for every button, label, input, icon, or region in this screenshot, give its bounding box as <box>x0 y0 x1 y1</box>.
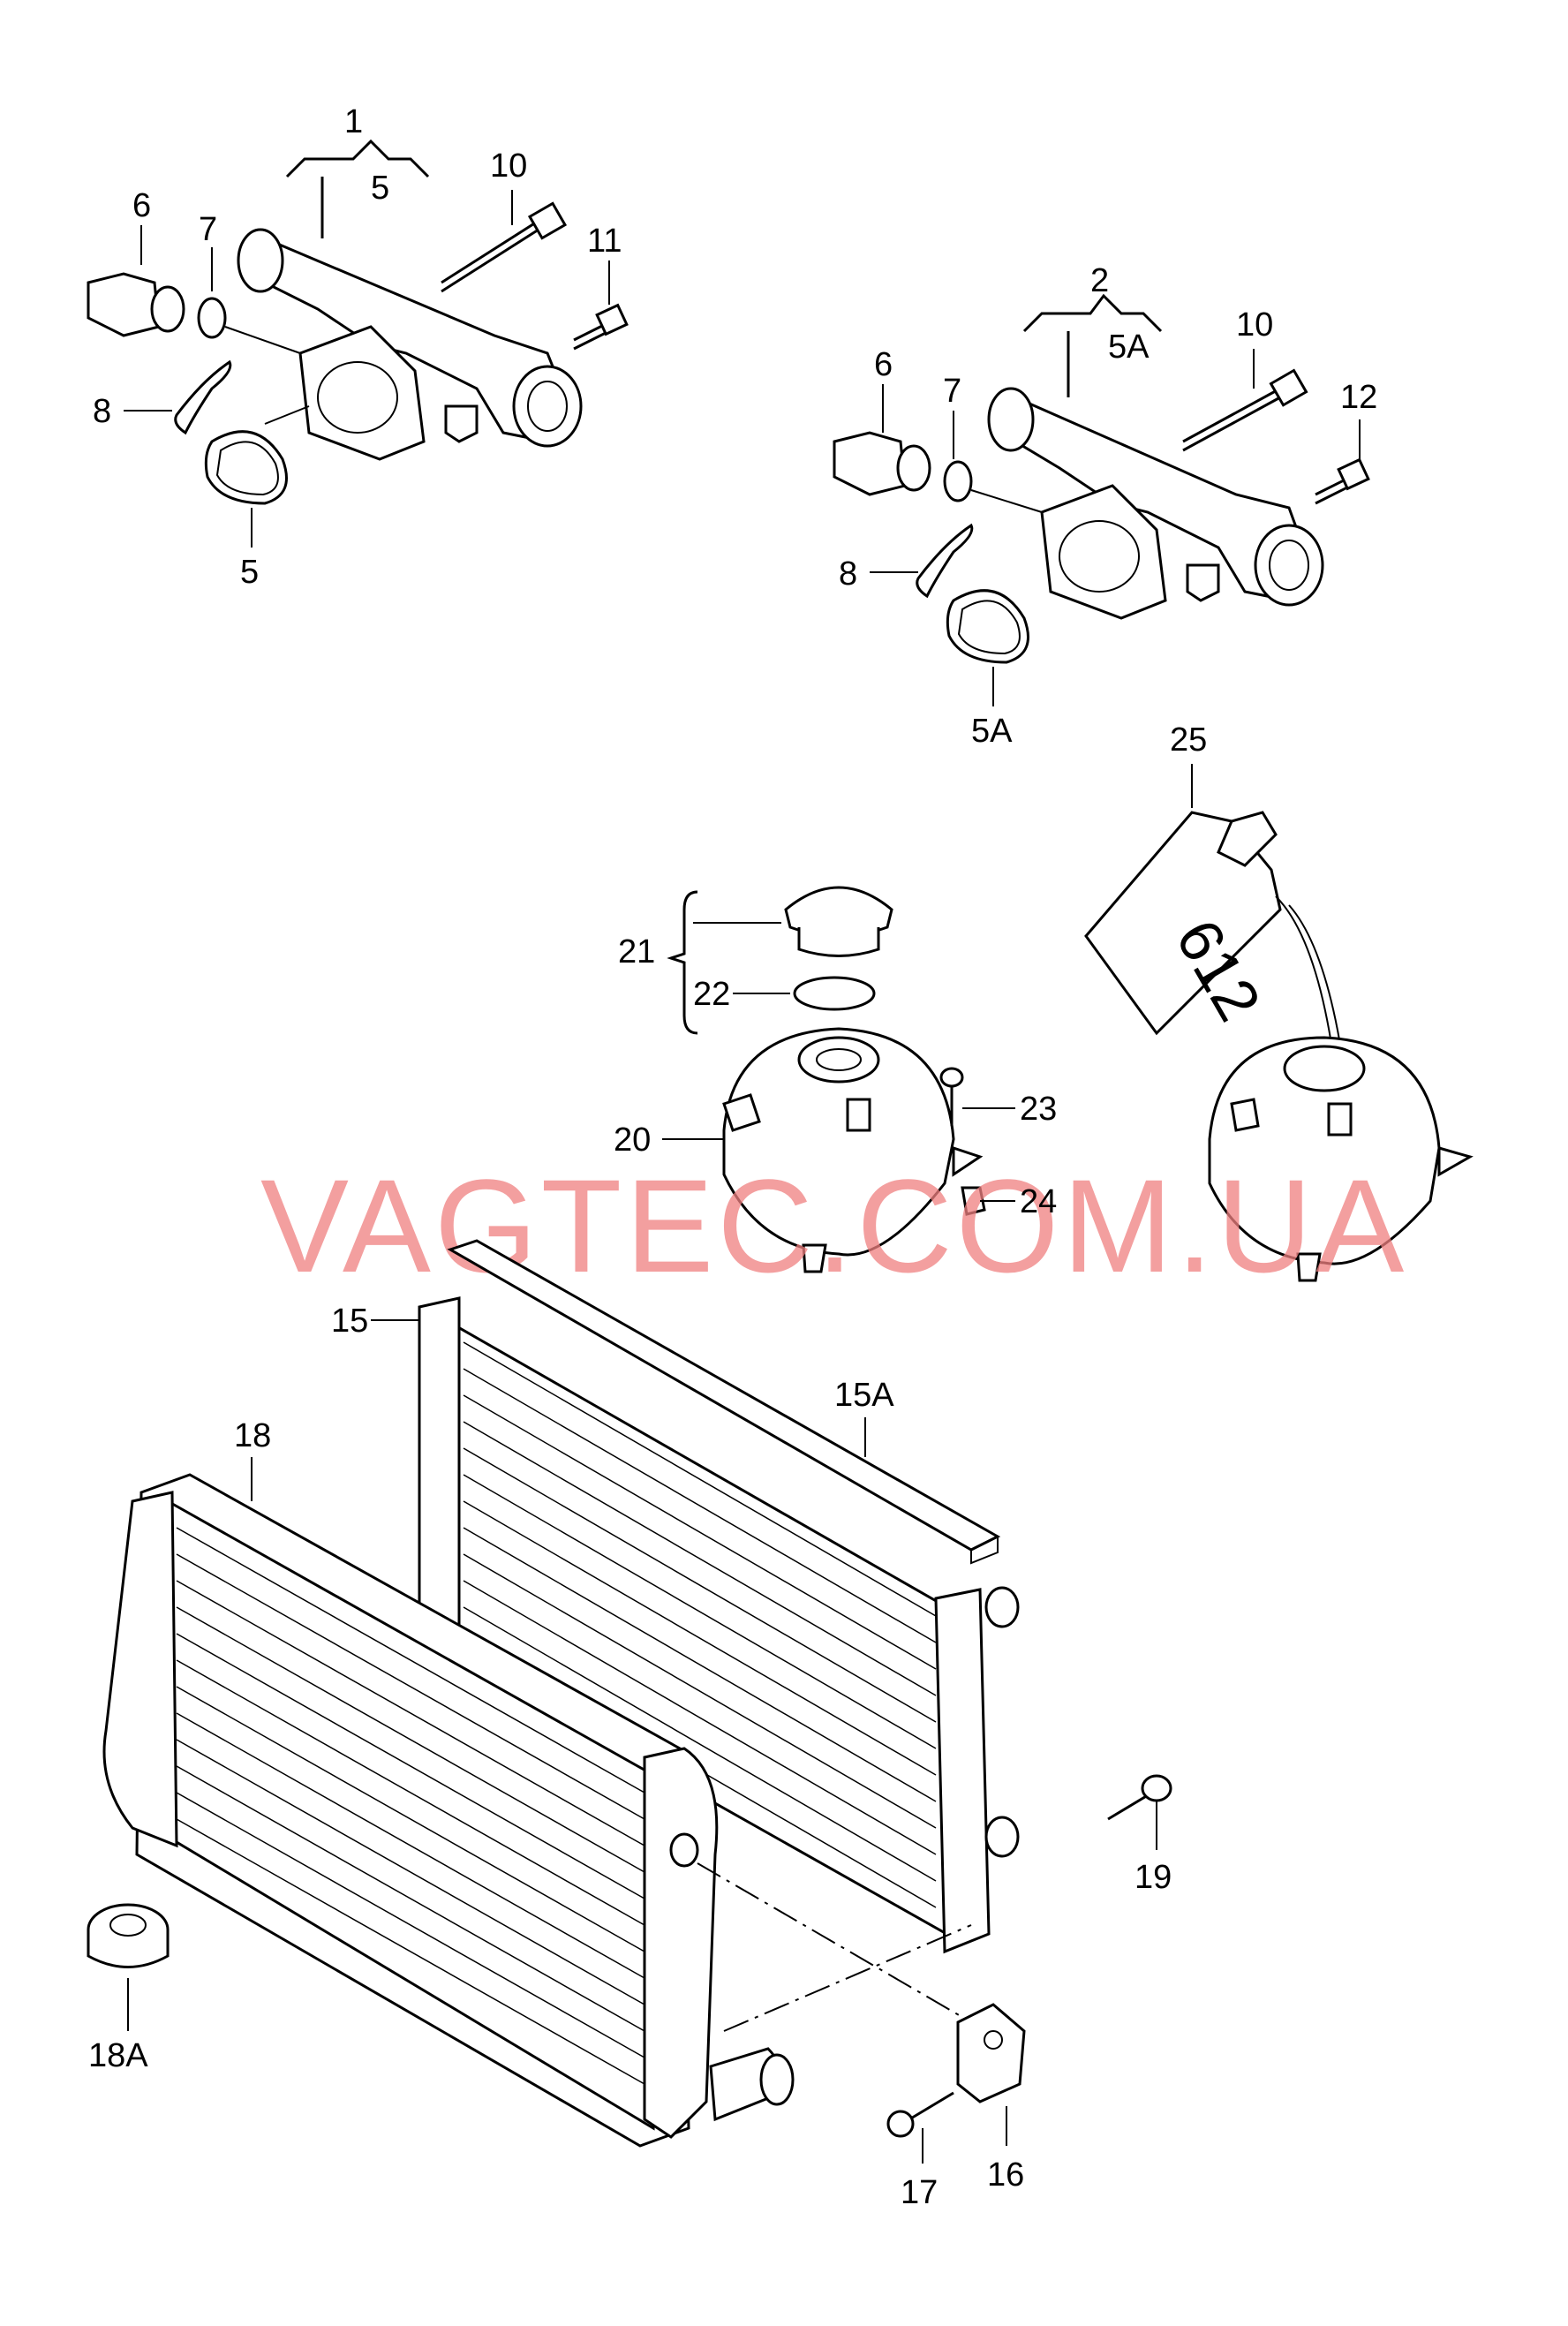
callout-25: 25 <box>1170 721 1207 759</box>
callout-21: 21 <box>618 933 655 970</box>
callout-19: 19 <box>1135 1859 1172 1896</box>
callout-5A-top: 5A <box>1108 329 1150 366</box>
callout-12: 12 <box>1340 379 1377 416</box>
callout-6-a: 6 <box>132 187 151 224</box>
intercooler-fins <box>176 1527 645 2085</box>
callout-1: 1 <box>344 103 363 140</box>
callout-10-b: 10 <box>1236 306 1273 344</box>
callout-2: 2 <box>1090 262 1109 299</box>
radiator-assembly <box>418 1239 1020 1954</box>
callout-8-b: 8 <box>839 555 857 593</box>
callout-labels: 1 5 10 6 7 11 8 5 2 5A 10 6 7 12 8 5A 25… <box>88 103 1377 2211</box>
callout-6-b: 6 <box>874 346 893 383</box>
callout-20: 20 <box>614 1121 651 1159</box>
callout-10-a: 10 <box>490 147 527 185</box>
coolant-flange-assembly-1 <box>87 139 629 505</box>
callout-5-a: 5 <box>240 554 259 591</box>
callout-7-b: 7 <box>943 373 961 410</box>
intercooler-assembly <box>102 1473 795 2148</box>
callout-15A: 15A <box>834 1377 894 1414</box>
expansion-tank-assembly <box>667 886 986 1273</box>
coolant-flange-assembly-2 <box>833 293 1370 664</box>
callout-15: 15 <box>331 1303 368 1340</box>
callout-16: 16 <box>987 2156 1024 2194</box>
callout-18A: 18A <box>88 2037 148 2074</box>
callout-18: 18 <box>234 1417 271 1454</box>
callout-8-a: 8 <box>93 393 111 430</box>
callout-24: 24 <box>1020 1183 1057 1220</box>
callout-17: 17 <box>901 2174 938 2211</box>
callout-22: 22 <box>693 976 730 1013</box>
callout-5-top: 5 <box>371 170 389 207</box>
callout-11: 11 <box>587 223 622 260</box>
callout-7-a: 7 <box>199 211 217 248</box>
watermark-text: VAGTEC.COM.UA <box>260 1152 1407 1300</box>
mounting-parts <box>87 1774 1172 2138</box>
leader-lines <box>124 190 1361 2164</box>
callout-5A: 5A <box>971 713 1013 750</box>
coolant-container-assembly: 612 <box>1084 811 1474 1282</box>
callout-23: 23 <box>1020 1091 1057 1128</box>
